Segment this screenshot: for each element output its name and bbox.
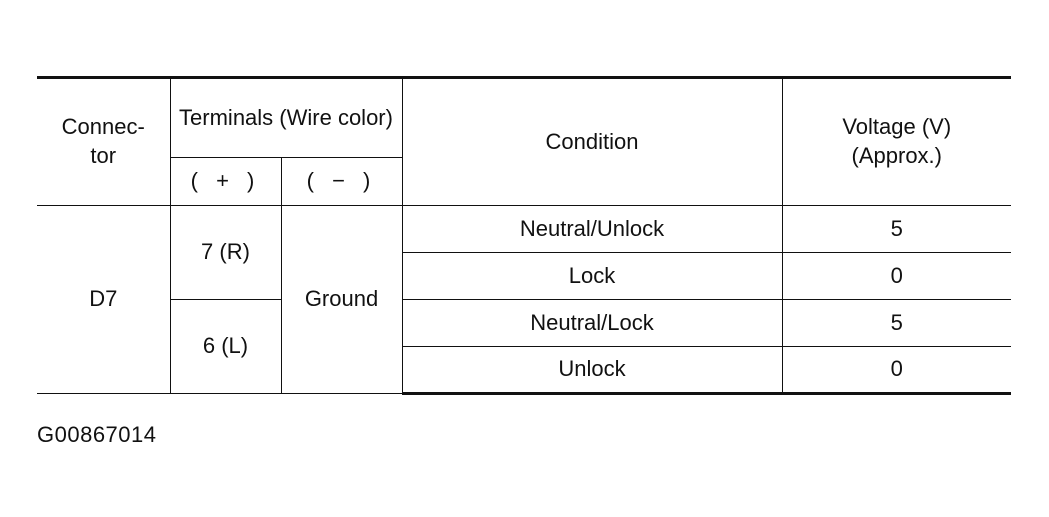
table-row: 6 (L) Neutral/Lock 5: [37, 299, 1012, 394]
minus-terminal-cell: Ground: [280, 205, 403, 394]
condition-cell: Neutral/Unlock: [401, 205, 783, 253]
voltage-spec-table: Connec- tor Terminals (Wire color) Condi…: [37, 76, 1012, 395]
voltage-header: Voltage (V) (Approx.): [781, 76, 1012, 206]
plus-terminal-cell: 6 (L): [170, 299, 282, 394]
plus-terminal-header: ( + ): [170, 157, 282, 206]
table-row: Unlock 0: [37, 346, 1012, 395]
condition-cell: Unlock: [402, 346, 783, 395]
table-row: D7 7 (R) Ground Neutral/Unlock 5: [37, 205, 1012, 394]
condition-cell: Neutral/Lock: [401, 299, 783, 347]
figure-id: G00867014: [37, 422, 157, 447]
terminals-header: Terminals (Wire color): [169, 76, 403, 158]
plus-terminal-cell: 7 (R): [169, 205, 282, 300]
connector-cell: D7: [37, 205, 171, 394]
voltage-cell: 5: [781, 299, 1012, 347]
table-row: Lock 0: [37, 252, 1012, 300]
voltage-cell: 5: [781, 205, 1012, 253]
voltage-cell: 0: [781, 252, 1012, 300]
condition-cell: Lock: [402, 252, 783, 300]
condition-header: Condition: [401, 76, 783, 206]
voltage-cell: 0: [781, 346, 1012, 395]
header-row: Connec- tor Terminals (Wire color) Condi…: [37, 76, 1012, 206]
header-subrow: ( + ) ( − ): [37, 157, 1011, 206]
connector-header: Connec- tor: [37, 76, 171, 206]
minus-terminal-header: ( − ): [280, 157, 403, 206]
